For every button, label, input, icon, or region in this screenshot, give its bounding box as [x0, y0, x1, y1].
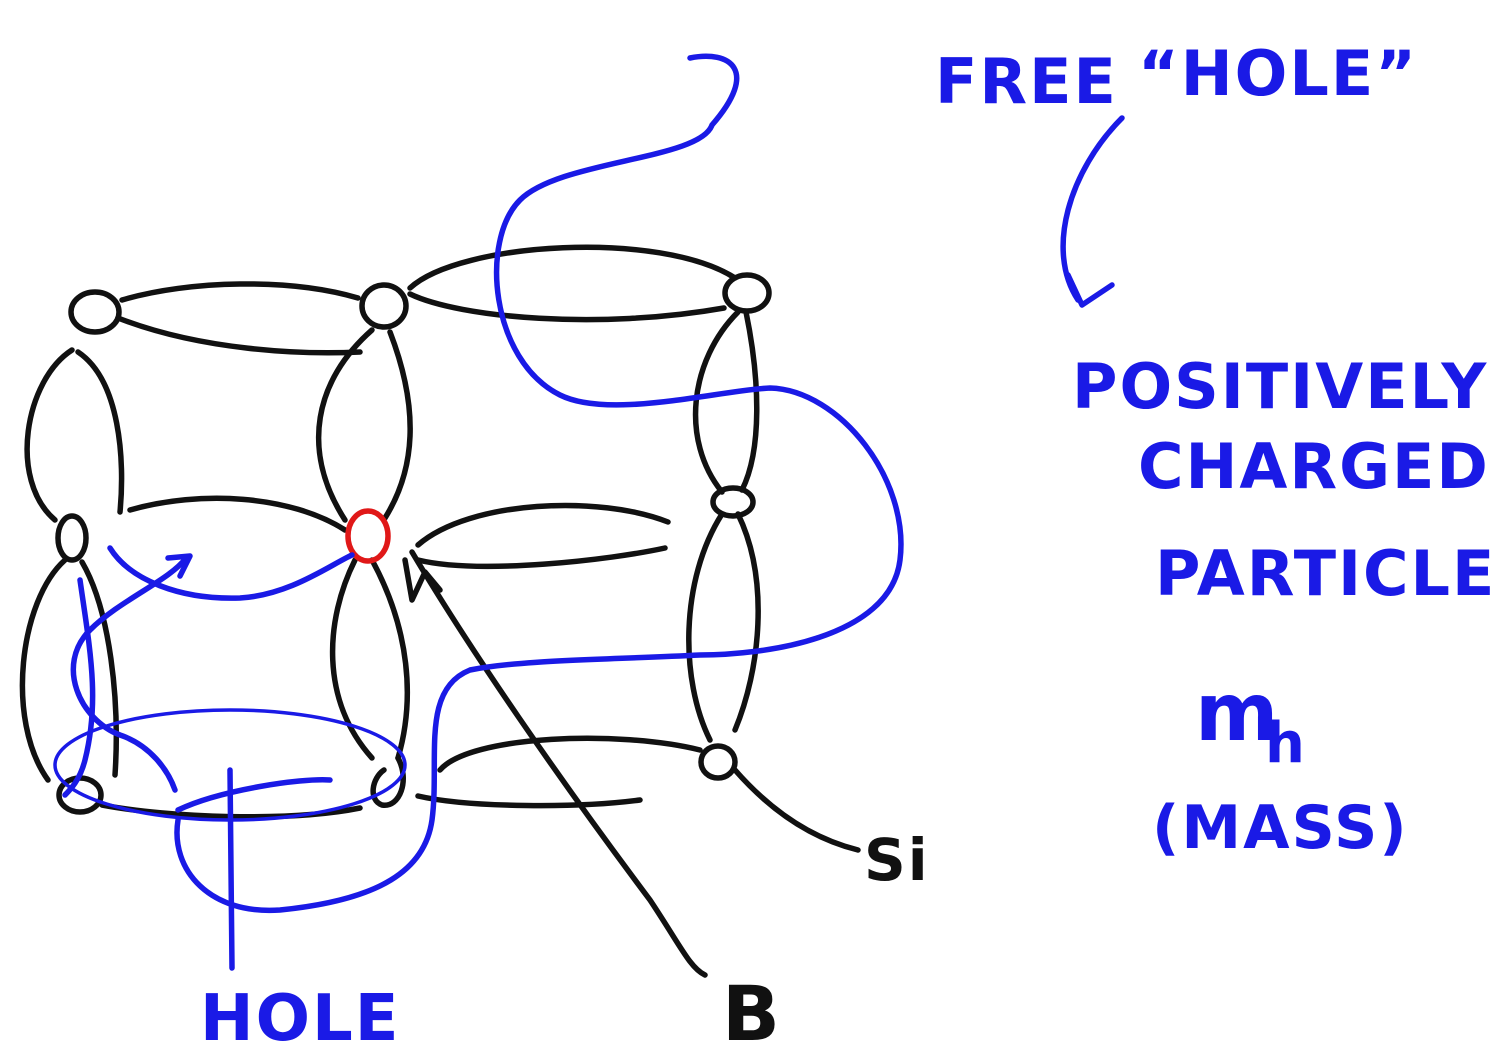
title-free: FREE [935, 45, 1118, 118]
title-arrow [1060, 115, 1125, 303]
mass-subscript: h [1265, 711, 1307, 776]
atom-mid-right [710, 485, 756, 519]
desc-line-positively: POSITIVELY [1072, 350, 1488, 423]
title-hole: “HOLE” [1138, 37, 1418, 110]
atom-top-right [722, 272, 772, 314]
hole-ring-tick [227, 767, 235, 971]
bond [407, 244, 738, 291]
hole-path [53, 53, 1125, 971]
bond [692, 309, 741, 495]
bond [79, 559, 119, 778]
boron-label: B [722, 969, 782, 1054]
hole-trajectory [174, 53, 904, 914]
atom-bottom-middle [370, 755, 406, 808]
hole-label: HOLE [200, 982, 400, 1054]
atom-mid-left [55, 513, 89, 563]
bond [407, 291, 727, 323]
atom-top-left [68, 289, 122, 335]
hole-vertical-left [62, 577, 96, 798]
bond [686, 511, 725, 743]
silicon-lattice [19, 244, 861, 978]
bond [75, 349, 125, 515]
bond [415, 545, 668, 570]
boron-pointer-line [409, 549, 708, 978]
hole-ring-inner [175, 777, 333, 813]
title-arrow-head [1065, 272, 1115, 308]
desc-line-particle: PARTICLE [1155, 537, 1496, 610]
bond [739, 309, 760, 493]
bond [127, 495, 348, 533]
mass-symbol: m [1195, 666, 1280, 759]
mass-caption: (MASS) [1152, 793, 1409, 863]
bond [329, 557, 375, 761]
bond [732, 511, 761, 733]
bond [382, 329, 413, 521]
bond [415, 793, 643, 809]
bond [119, 281, 361, 303]
bond [369, 557, 411, 761]
bond [19, 557, 68, 783]
desc-line-charged: CHARGED [1138, 430, 1490, 503]
atom-silicon [698, 743, 738, 781]
bond [24, 347, 75, 523]
boron-atom [345, 508, 391, 564]
hole-wiggle-left [70, 555, 189, 793]
bond [415, 502, 671, 548]
silicon-pointer-line [732, 767, 861, 853]
bond [437, 735, 703, 773]
atom-top-middle [359, 282, 409, 330]
bond [315, 327, 375, 523]
hole-loop-left [107, 545, 355, 601]
hole-arrow-head [165, 553, 193, 579]
bond [115, 315, 363, 356]
silicon-label: Si [864, 826, 930, 894]
